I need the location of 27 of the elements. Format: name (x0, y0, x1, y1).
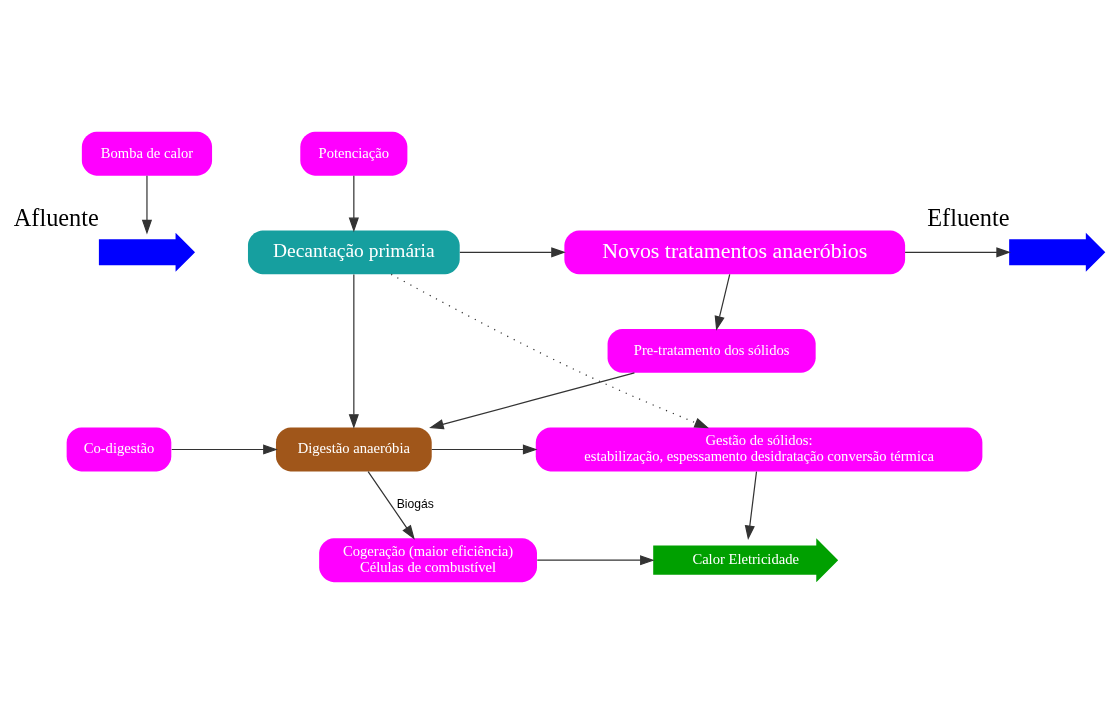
node-box: Cogeração (maior eficiência) Células de combustível (319, 537, 537, 582)
arrow (390, 273, 709, 428)
node-label: Efluente (927, 203, 1010, 231)
node-box: Novos tratamentos anaeróbios (564, 229, 906, 274)
arrow (348, 174, 359, 232)
node-box: Bomba de calor (81, 131, 213, 176)
node-arrow (1009, 232, 1106, 272)
arrow (744, 470, 758, 540)
node-label: Afluente (13, 203, 99, 231)
arrow (904, 246, 1011, 257)
arrow (348, 273, 359, 429)
node-box: Decantação primária (247, 229, 460, 274)
arrow (171, 443, 278, 455)
arrow (459, 246, 566, 257)
node-box: Potenciação (300, 131, 408, 176)
arrow (431, 443, 538, 455)
node-box: Gestão de sólidos: estabilização, espessamento desidratação conversão térmica (535, 427, 983, 471)
arrow (429, 371, 636, 429)
arrow (141, 174, 153, 234)
arrow (536, 554, 655, 565)
arrow (714, 273, 731, 331)
node-box: Co-digestão (66, 427, 172, 471)
node-box: Pre-tratamento dos sólidos (607, 328, 816, 373)
node-box: Digestão anaeróbia (275, 427, 432, 471)
node-arrow (98, 232, 196, 272)
edge-label: Biogás (396, 496, 434, 511)
arrow (367, 470, 415, 540)
